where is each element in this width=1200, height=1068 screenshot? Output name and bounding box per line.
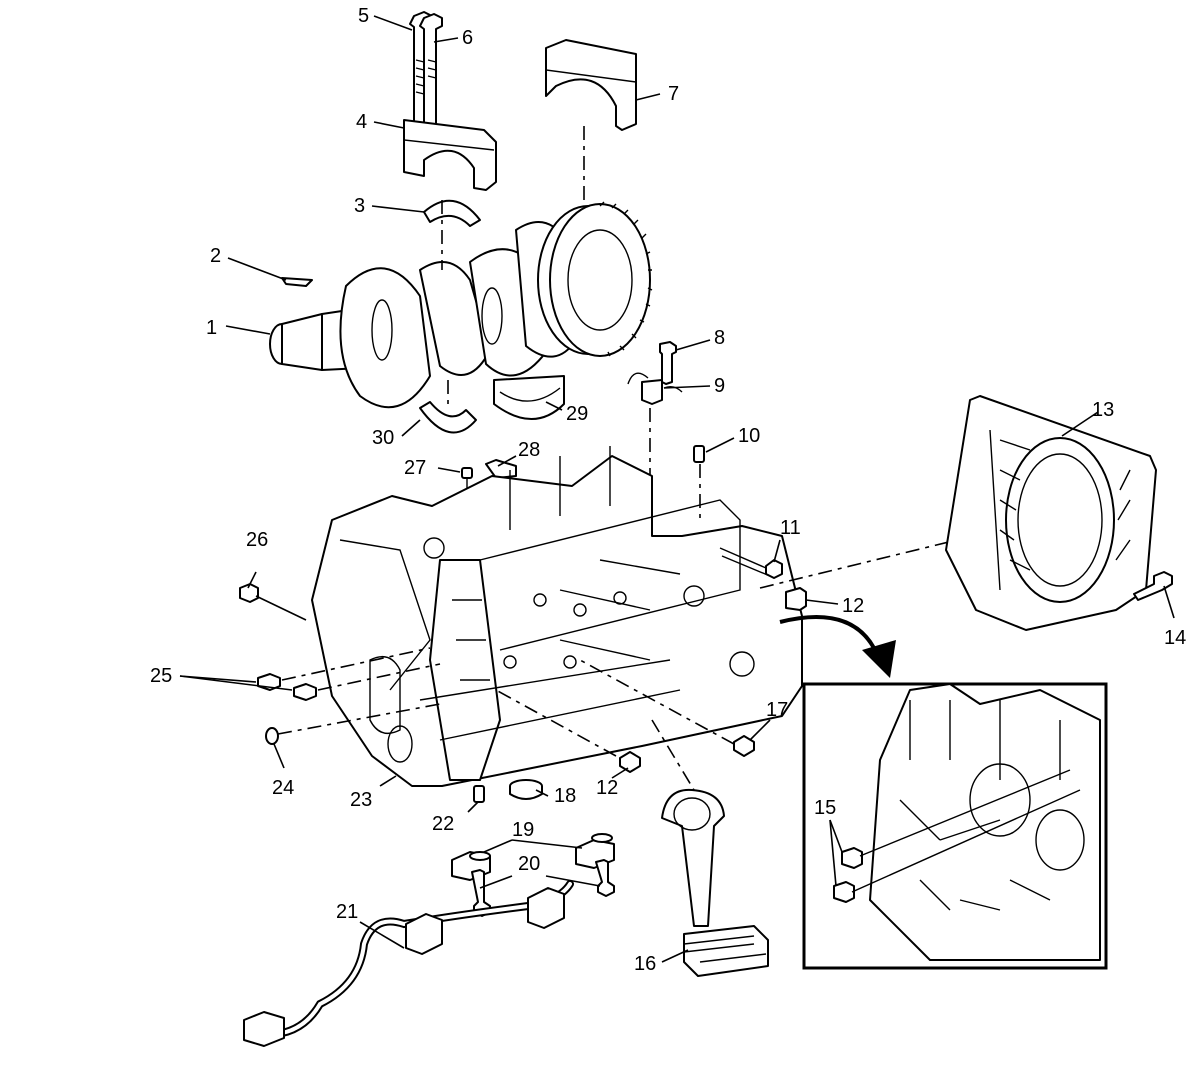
callout-1: 1 <box>206 317 217 339</box>
callout-16: 16 <box>634 953 656 975</box>
callout-8: 8 <box>714 327 725 349</box>
cylinder-head-alignment-pin <box>239 583 307 621</box>
callout-10: 10 <box>738 425 760 447</box>
leader-lines <box>179 15 1175 963</box>
callout-17: 17 <box>766 699 788 721</box>
dowel-sleeve <box>785 587 807 611</box>
oil-gallery-plug-right <box>579 659 755 757</box>
dowel-pin-top <box>693 445 705 520</box>
callout-2: 2 <box>210 245 221 267</box>
callout-9: 9 <box>714 375 725 397</box>
callout-28: 28 <box>518 439 540 461</box>
callout-27: 27 <box>404 457 426 479</box>
seal-housing-bolt <box>1133 571 1173 601</box>
piston-connecting-rod-assembly <box>661 788 769 977</box>
upper-bearing-shell <box>423 199 481 227</box>
callout-13: 13 <box>1092 399 1114 421</box>
callout-24: 24 <box>272 777 294 799</box>
knock-sensor-wiring-harness <box>243 880 574 1047</box>
callout-21: 21 <box>336 901 358 923</box>
piston-oil-jet-bolt <box>659 341 677 385</box>
oil-filter-adapter-plug <box>509 779 543 800</box>
main-bearing-cap-front <box>403 119 497 191</box>
callout-6: 6 <box>462 27 473 49</box>
callout-11: 11 <box>780 517 801 539</box>
callout-labels: 1 2 3 4 5 6 7 8 9 10 11 12 13 14 15 16 1… <box>150 5 1186 975</box>
crankshaft <box>269 201 653 409</box>
callout-30: 30 <box>372 427 394 449</box>
callout-25: 25 <box>150 665 172 687</box>
rear-main-seal-housing <box>945 395 1157 631</box>
callout-26: 26 <box>246 529 268 551</box>
crankshaft-key <box>281 277 313 287</box>
callout-14: 14 <box>1164 627 1186 649</box>
alignment-lines-upper <box>441 126 585 408</box>
callout-22: 22 <box>432 813 454 835</box>
callout-29: 29 <box>566 403 588 425</box>
expansion-plug-right <box>495 689 641 773</box>
inset-detail-view <box>802 682 1108 970</box>
callout-3: 3 <box>354 195 365 217</box>
callout-15: 15 <box>814 797 836 819</box>
callout-12-b: 12 <box>596 777 618 799</box>
engine-block <box>311 446 803 787</box>
callout-18: 18 <box>554 785 576 807</box>
dowel-pin-bottom <box>473 785 485 803</box>
expansion-plug-left <box>265 703 441 745</box>
callout-19: 19 <box>512 819 534 841</box>
main-bearing-cap-rear <box>545 39 637 131</box>
callout-4: 4 <box>356 111 367 133</box>
callout-12-a: 12 <box>842 595 864 617</box>
thrust-bearing-shell <box>493 375 565 420</box>
lower-bearing-shell <box>419 401 477 434</box>
oil-gallery-plug-top <box>485 459 517 479</box>
callout-7: 7 <box>668 83 679 105</box>
bearing-cap-bolts <box>409 11 443 132</box>
callout-20: 20 <box>518 853 540 875</box>
detail-arrow-icon <box>779 615 896 678</box>
callout-5: 5 <box>358 5 369 27</box>
callout-23: 23 <box>350 789 372 811</box>
